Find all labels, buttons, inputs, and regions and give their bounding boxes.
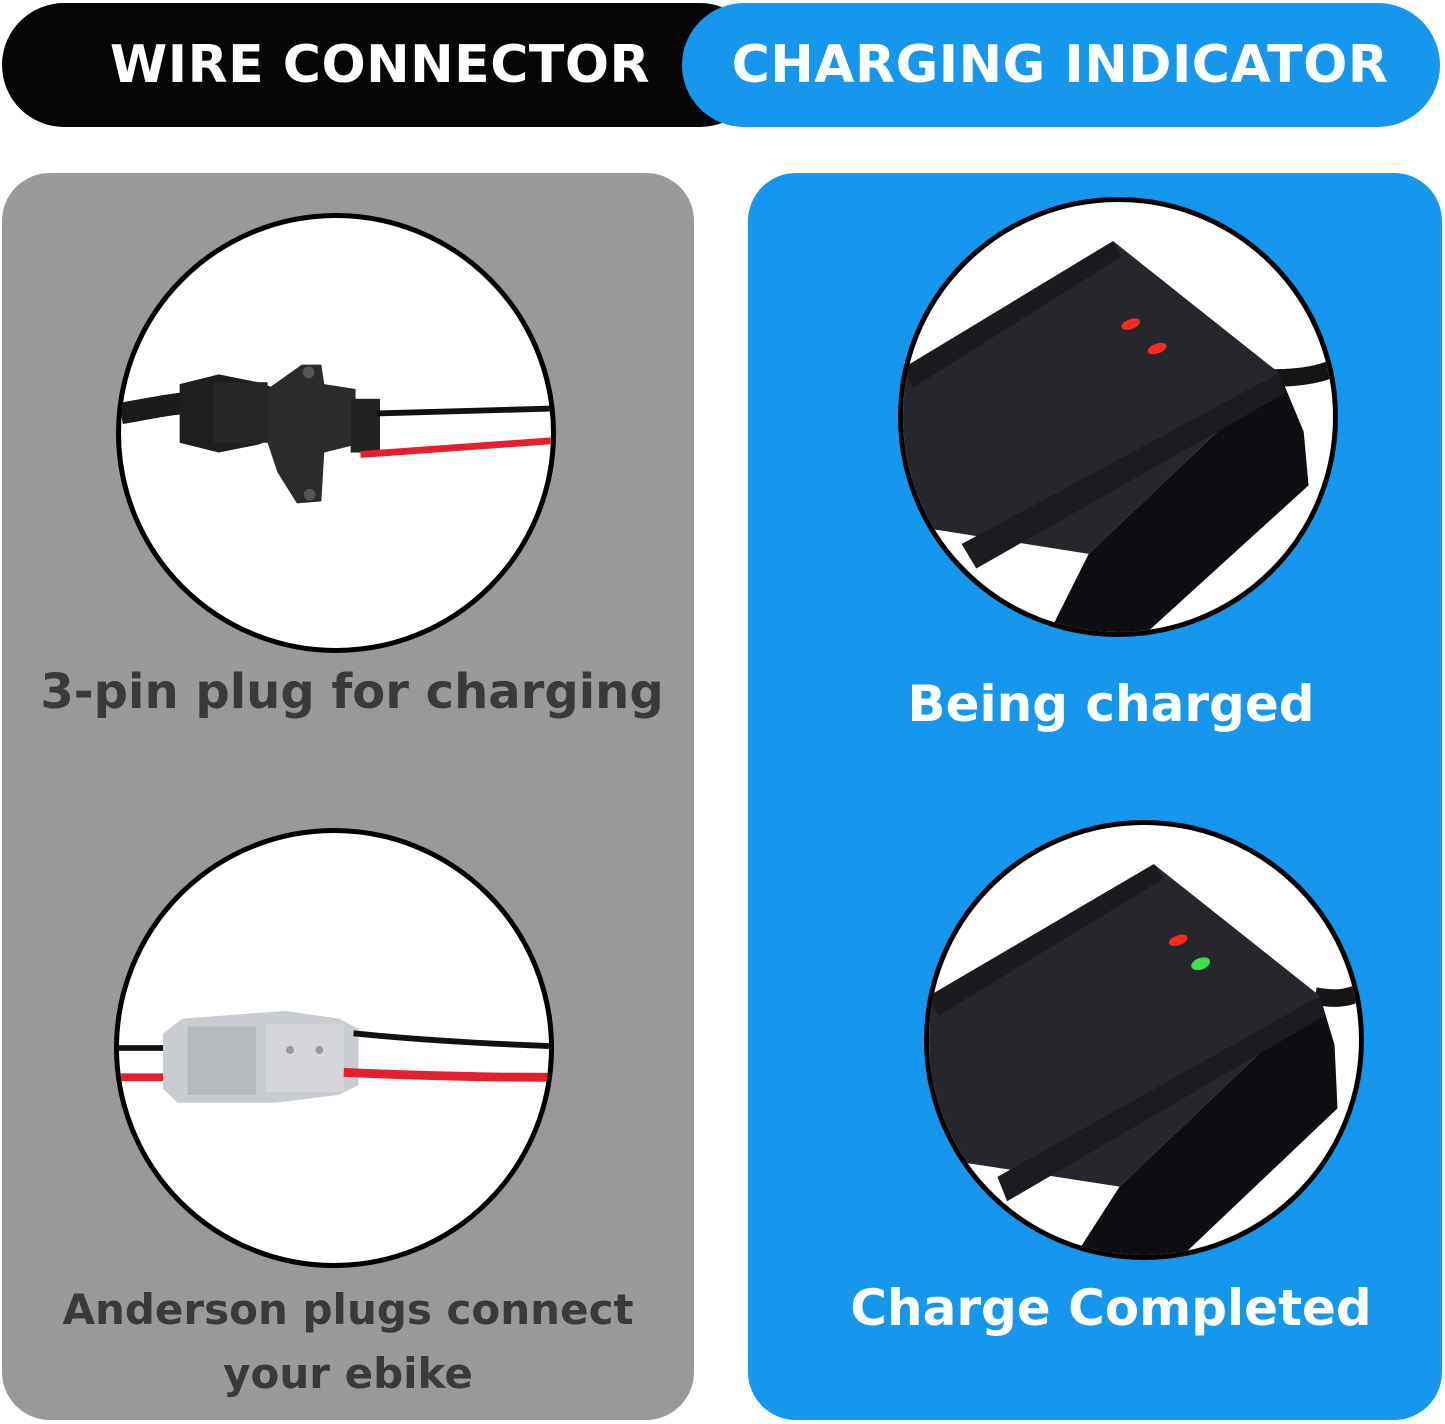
charger-red-leds-icon	[903, 241, 1333, 632]
anderson-plug-caption-line2: your ebike	[223, 1349, 473, 1398]
charger-red-green-leds-icon	[929, 864, 1359, 1255]
wire-connector-title: WIRE CONNECTOR	[109, 35, 651, 95]
header-charging-indicator-bg	[682, 3, 1440, 127]
charger-being-charged-photo	[898, 197, 1338, 637]
charger-charge-completed-photo	[924, 820, 1364, 1260]
three-pin-plug-icon	[121, 364, 551, 504]
being-charged-caption: Being charged	[907, 675, 1315, 733]
anderson-plug-caption-line1: Anderson plugs connect	[62, 1285, 634, 1334]
header-wire-connector-bg	[2, 3, 762, 127]
charge-completed-caption: Charge Completed	[850, 1279, 1372, 1337]
three-pin-plug-photo	[116, 213, 556, 653]
anderson-plug-photo	[114, 828, 554, 1268]
three-pin-plug-caption: 3-pin plug for charging	[40, 664, 664, 720]
charging-indicator-title: CHARGING INDICATOR	[731, 35, 1389, 95]
anderson-plug-icon	[119, 1010, 549, 1103]
